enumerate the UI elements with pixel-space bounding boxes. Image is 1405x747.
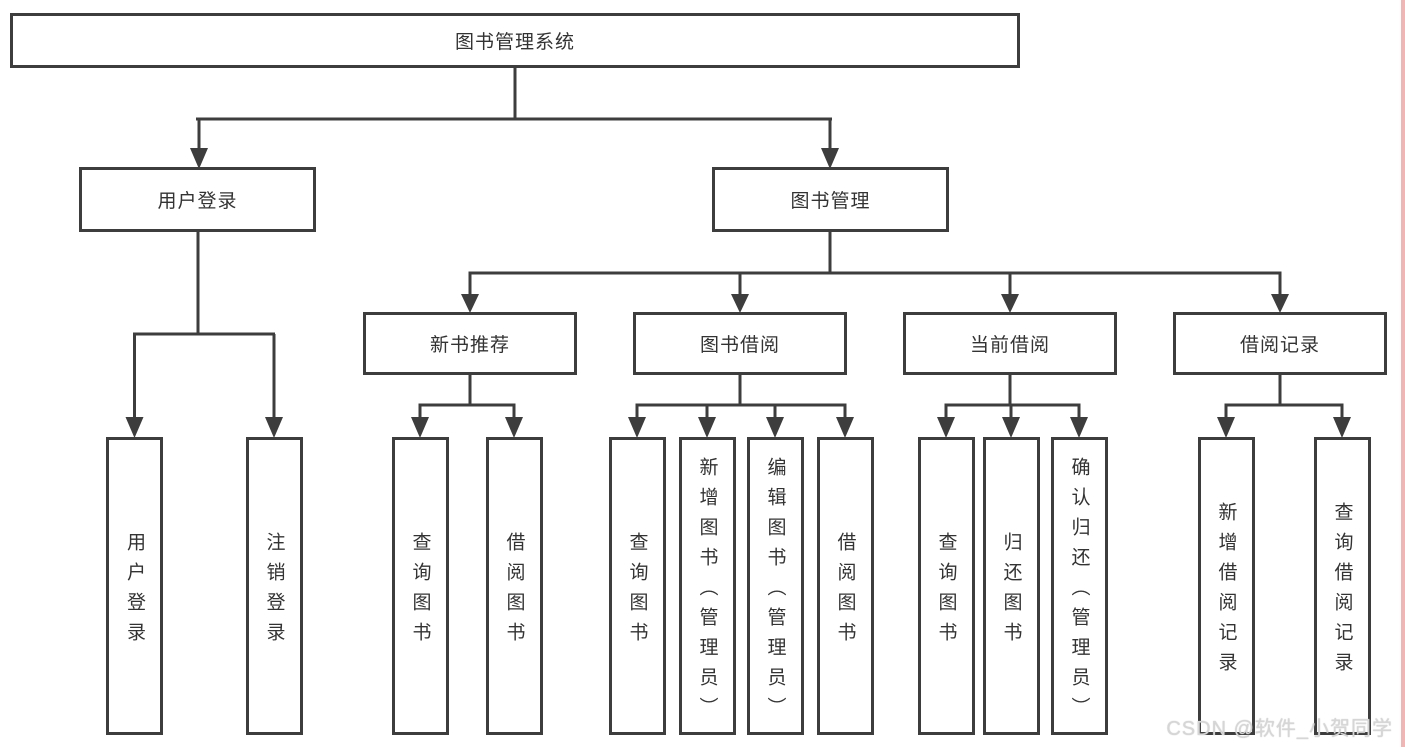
leaf-label: 借阅图书 (834, 531, 856, 652)
node-label: 当前借阅 (969, 335, 1050, 356)
leaf-return-books: 归还图书 (982, 437, 1040, 735)
node-new-book-recommend: 新书推荐 (363, 312, 577, 375)
leaf-logout: 注销登录 (245, 437, 303, 735)
node-label: 新书推荐 (429, 335, 510, 356)
node-label: 借阅记录 (1239, 335, 1320, 356)
leaf-query-borrow-record: 查询借阅记录 (1313, 437, 1371, 735)
leaf-label: 新增图书（管理员） (696, 456, 718, 727)
node-book-borrowing: 图书借阅 (633, 312, 847, 375)
leaf-borrow-books: 借阅图书 (485, 437, 543, 735)
leaf-label: 借阅图书 (503, 531, 525, 652)
leaf-query-books: 查询图书 (917, 437, 975, 735)
node-label: 图书管理 (790, 191, 871, 212)
node-label: 用户登录 (157, 191, 238, 212)
leaf-label: 编辑图书（管理员） (764, 456, 786, 727)
leaf-label: 查询图书 (935, 531, 957, 652)
node-current-borrowing: 当前借阅 (903, 312, 1117, 375)
node-label: 图书借阅 (699, 335, 780, 356)
node-label: 图书管理系统 (454, 32, 575, 53)
csdn-watermark: CSDN @软件_小贺同学 (1166, 718, 1393, 740)
leaf-label: 归还图书 (1000, 531, 1022, 652)
leaf-label: 查询图书 (409, 531, 431, 652)
leaf-label: 确认归还（管理员） (1068, 456, 1090, 727)
leaf-add-books-admin: 新增图书（管理员） (678, 437, 736, 735)
leaf-edit-books-admin: 编辑图书（管理员） (746, 437, 804, 735)
leaf-query-books: 查询图书 (608, 437, 666, 735)
leaf-label: 查询借阅记录 (1331, 501, 1353, 682)
leaf-query-books: 查询图书 (391, 437, 449, 735)
leaf-borrow-books: 借阅图书 (816, 437, 874, 735)
node-book-management-branch: 图书管理 (712, 167, 949, 232)
node-borrowing-records: 借阅记录 (1173, 312, 1387, 375)
node-user-login-branch: 用户登录 (79, 167, 316, 232)
leaf-label: 查询图书 (626, 531, 648, 652)
leaf-label: 用户登录 (124, 531, 145, 652)
leaf-add-borrow-record: 新增借阅记录 (1197, 437, 1255, 735)
leaf-label: 新增借阅记录 (1215, 501, 1237, 682)
leaf-confirm-return-admin: 确认归还（管理员） (1050, 437, 1108, 735)
node-system-root: 图书管理系统 (10, 13, 1020, 68)
leaf-user-login: 用户登录 (106, 437, 163, 735)
right-edge-strip (1401, 0, 1405, 747)
leaf-label: 注销登录 (263, 531, 285, 652)
